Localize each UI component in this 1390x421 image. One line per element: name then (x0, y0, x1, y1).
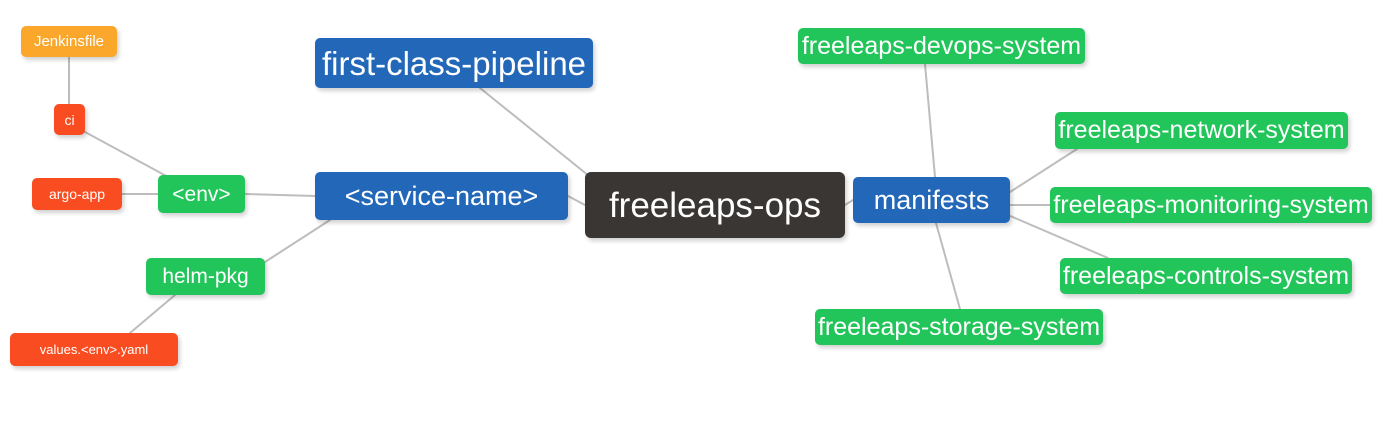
node-label-storage-system: freeleaps-storage-system (817, 312, 1101, 341)
node-devops-system[interactable]: freeleaps-devops-system (798, 28, 1085, 64)
edge-helm-pkg-to-values-yaml (129, 294, 176, 334)
node-label-controls-system: freeleaps-controls-system (1062, 261, 1350, 290)
node-label-monitoring-system: freeleaps-monitoring-system (1053, 190, 1369, 219)
node-service-name[interactable]: <service-name> (315, 172, 568, 220)
node-network-system[interactable]: freeleaps-network-system (1055, 112, 1348, 149)
edge-env-to-ci (84, 131, 171, 179)
node-label-ci: ci (64, 111, 75, 128)
node-argo-app[interactable]: argo-app (32, 178, 122, 210)
edge-manifests-to-devops-system (924, 63, 936, 178)
node-monitoring-system[interactable]: freeleaps-monitoring-system (1050, 187, 1372, 223)
node-label-values-yaml: values.<env>.yaml (39, 342, 149, 357)
node-label-devops-system: freeleaps-devops-system (801, 31, 1082, 60)
node-label-env: <env> (172, 182, 231, 206)
edge-service-name-to-env (244, 193, 316, 197)
node-label-helm-pkg: helm-pkg (162, 265, 249, 288)
edge-manifests-to-storage-system (935, 222, 961, 310)
node-first-class[interactable]: first-class-pipeline (315, 38, 593, 88)
node-label-jenkinsfile: Jenkinsfile (33, 33, 105, 50)
node-label-argo-app: argo-app (48, 186, 106, 202)
edge-service-name-to-helm-pkg (264, 219, 331, 263)
edge-root-to-first-class (479, 87, 595, 181)
node-manifests[interactable]: manifests (853, 177, 1010, 223)
edge-root-to-manifests (844, 199, 854, 206)
node-jenkinsfile[interactable]: Jenkinsfile (21, 26, 117, 57)
edge-root-to-service-name (567, 195, 586, 206)
node-label-manifests: manifests (873, 184, 990, 215)
node-label-root: freeleaps-ops (608, 185, 822, 225)
node-root[interactable]: freeleaps-ops (585, 172, 845, 238)
node-storage-system[interactable]: freeleaps-storage-system (815, 309, 1103, 345)
node-ci[interactable]: ci (54, 104, 85, 135)
node-label-service-name: <service-name> (344, 180, 539, 211)
node-values-yaml[interactable]: values.<env>.yaml (10, 333, 178, 366)
node-helm-pkg[interactable]: helm-pkg (146, 258, 265, 295)
node-env[interactable]: <env> (158, 175, 245, 213)
node-controls-system[interactable]: freeleaps-controls-system (1060, 258, 1352, 294)
node-label-first-class: first-class-pipeline (321, 44, 587, 82)
edge-manifests-to-network-system (1009, 148, 1078, 193)
node-label-network-system: freeleaps-network-system (1058, 116, 1345, 144)
